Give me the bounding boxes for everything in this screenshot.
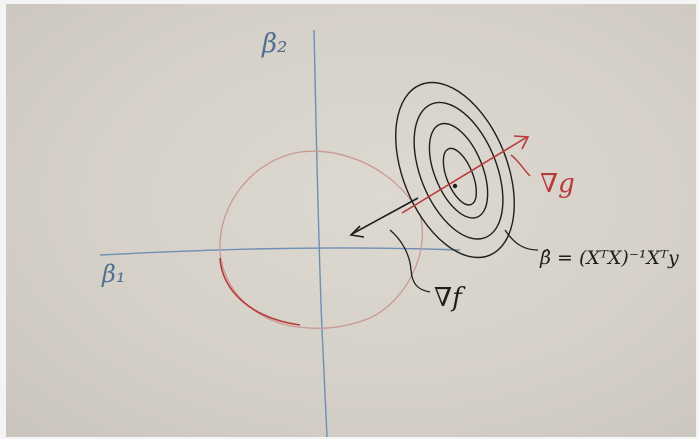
axis-x-label: β₁ <box>101 260 126 288</box>
grad-f-label: ∇f <box>434 283 466 313</box>
contour-outer <box>395 81 515 259</box>
grad-g-arrow <box>401 136 528 214</box>
vertical-axis <box>313 29 328 438</box>
estimator-pointer <box>504 229 539 251</box>
constraint-circle <box>219 150 424 329</box>
grad-g-label: ∇g <box>540 169 575 199</box>
axis-y-label: β₂ <box>261 29 287 59</box>
contour-inner <box>442 147 478 206</box>
grad-f-arrowhead <box>349 225 365 238</box>
photo-border-right <box>696 0 699 439</box>
photo-border-top <box>0 0 699 4</box>
minimum-point <box>452 183 458 189</box>
grad-g-arrowhead <box>513 135 530 150</box>
constraint-arc-highlight <box>219 257 301 326</box>
photo-border-left <box>0 0 6 439</box>
photo-border-bottom <box>0 437 699 439</box>
grad-f-arrow <box>351 197 419 235</box>
contour-inner-2 <box>428 122 489 219</box>
contour-middle <box>413 101 504 240</box>
loss-contours <box>395 81 515 259</box>
estimator-formula: β̂ = (XᵀX)⁻¹Xᵀy <box>539 247 679 269</box>
grad-f-pointer <box>389 229 431 293</box>
grad-g-pointer <box>510 154 531 177</box>
horizontal-axis <box>99 247 461 256</box>
